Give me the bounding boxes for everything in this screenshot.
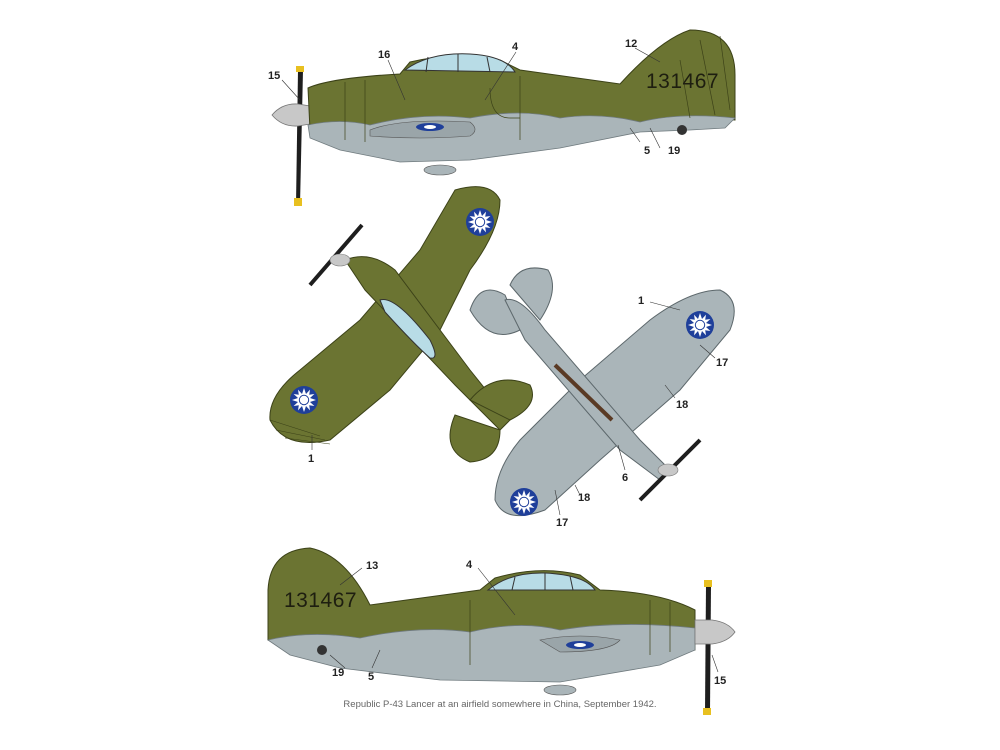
callout-4-top: 4	[512, 41, 519, 53]
callout-6-plan-lower: 6	[622, 472, 628, 484]
figure-caption: Republic P-43 Lancer at an airfield some…	[343, 699, 657, 710]
plan-view-lower: 1 17 18 6 18 17	[469, 267, 735, 529]
callout-12-top: 12	[625, 38, 637, 50]
callout-17-plan-lower-a: 17	[716, 357, 728, 369]
callout-1-plan-lower: 1	[638, 295, 644, 307]
callout-1-plan-upper: 1	[308, 453, 314, 465]
drop-tank-top	[423, 164, 457, 176]
wing-lower	[494, 289, 735, 517]
serial-number-top: 131467	[646, 70, 719, 93]
canopy-plan	[379, 299, 436, 359]
callout-19-bottom: 19	[332, 667, 344, 679]
roundel-wing-upper-left	[290, 386, 318, 414]
propeller-top	[271, 66, 311, 206]
tail-wheel-top	[677, 125, 687, 135]
callout-18-plan-lower-b: 18	[578, 492, 590, 504]
serial-number-bottom: 131467	[284, 589, 357, 612]
callout-19-top: 19	[668, 145, 680, 157]
side-profile-left: 131467 16 4 12 15 5 19	[268, 29, 736, 206]
wing-upper	[269, 186, 501, 443]
propeller-bottom	[694, 580, 736, 715]
fuselage-upper	[307, 29, 736, 146]
callout-16-top: 16	[378, 49, 390, 61]
callout-5-top: 5	[644, 145, 650, 157]
callout-15-top: 15	[268, 70, 280, 82]
canopy-top	[403, 53, 516, 73]
fuselage-plan-lower	[504, 298, 671, 481]
callout-15-bottom: 15	[714, 675, 726, 687]
tail-wheel-bottom	[317, 645, 327, 655]
callout-4-bottom: 4	[466, 559, 473, 571]
callout-5-bottom: 5	[368, 671, 374, 683]
side-profile-right: 131467 13 4 19 5 15	[267, 547, 736, 715]
callout-18-plan-lower-a: 18	[676, 399, 688, 411]
roundel-wing-upper-right	[466, 208, 494, 236]
roundel-wing-lower-left	[510, 488, 538, 516]
roundel-wing-lower-right	[686, 311, 714, 339]
callout-17-plan-lower-b: 17	[556, 517, 568, 529]
callout-13-bottom: 13	[366, 560, 378, 572]
plan-view-upper: 1	[269, 186, 533, 465]
drop-tank-bottom	[543, 684, 577, 696]
